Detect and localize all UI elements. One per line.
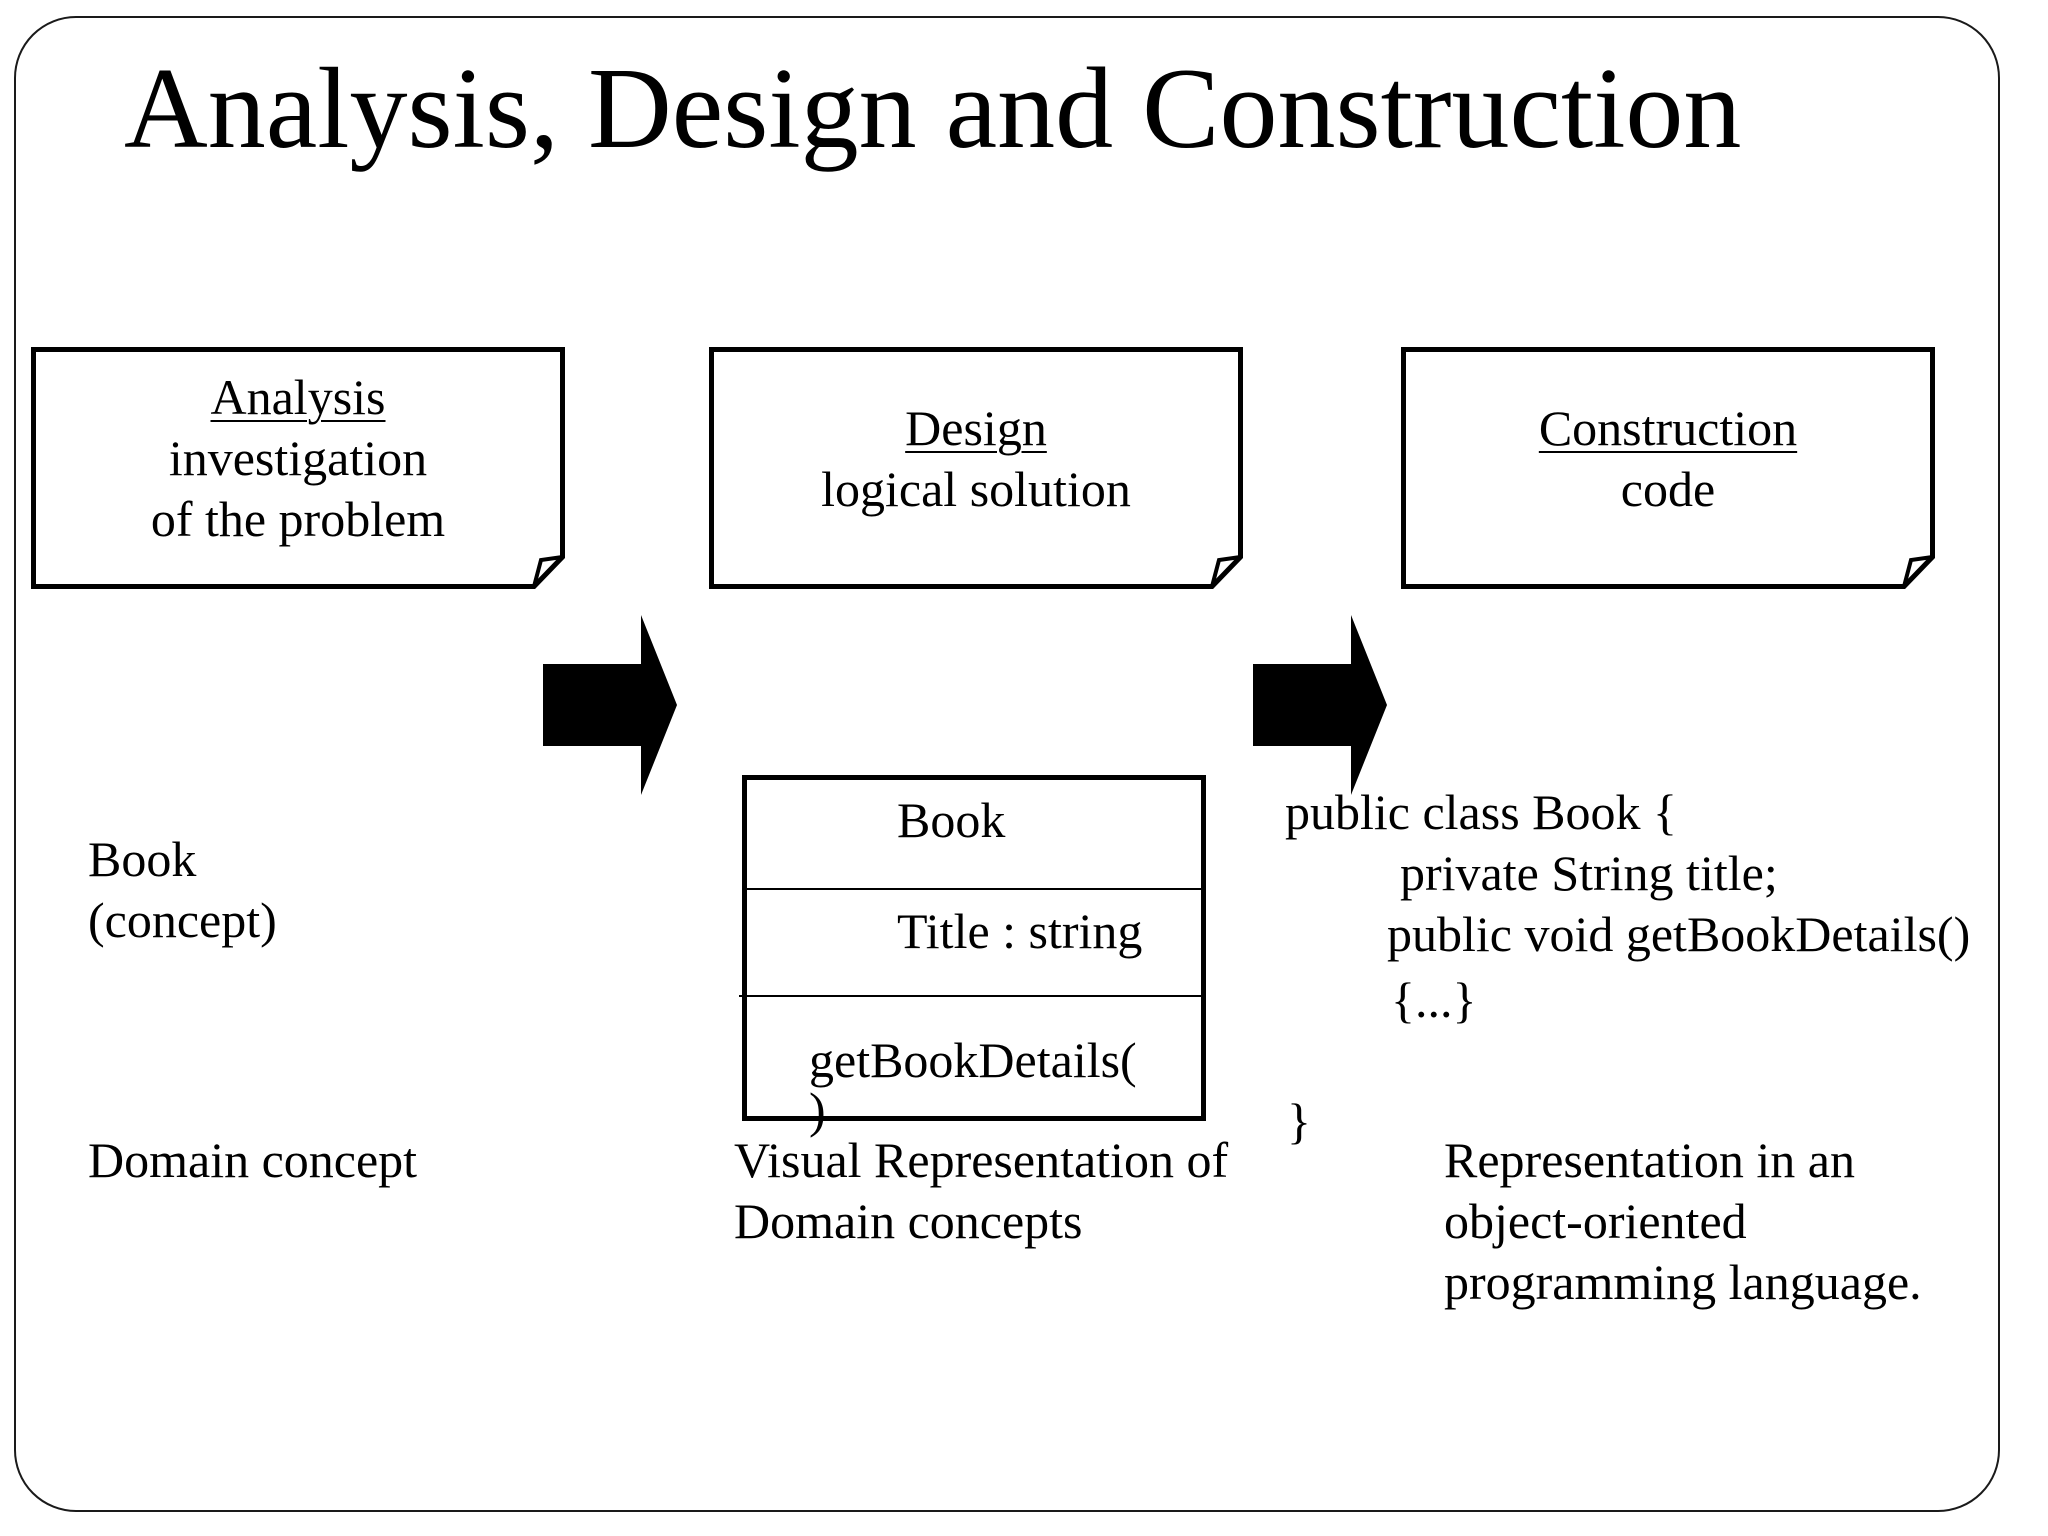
code-line: private String title; <box>1400 845 1778 901</box>
analysis-note-text: Analysis investigation of the problem <box>31 367 565 550</box>
construction-note-text: Construction code <box>1401 398 1935 520</box>
design-line: logical solution <box>821 461 1131 517</box>
concept-line: (concept) <box>88 892 277 948</box>
uml-caption-line: Domain concepts <box>734 1193 1083 1249</box>
code-line: {...} <box>1391 972 1477 1028</box>
note-outline <box>31 347 565 589</box>
slide-frame <box>14 16 2000 1512</box>
uml-divider <box>747 888 1206 890</box>
analysis-line: investigation <box>168 430 428 486</box>
uml-operation-wrap: ) <box>809 1082 826 1138</box>
right-arrow-icon <box>1253 615 1387 795</box>
uml-divider <box>739 995 1206 997</box>
design-heading: Design <box>905 400 1047 456</box>
uml-caption-line: Visual Representation of <box>734 1132 1229 1188</box>
construction-note-box: Construction code <box>1401 347 1935 589</box>
uml-class-name: Book <box>897 792 1006 848</box>
uml-class-box: Book Title : string getBookDetails( ) <box>739 775 1206 1138</box>
slide-title: Analysis, Design and Construction <box>124 45 1742 173</box>
analysis-note-box: Analysis investigation of the problem <box>31 347 565 589</box>
concept-caption: Domain concept <box>88 1132 418 1188</box>
code-caption-line: object-oriented <box>1444 1193 1747 1249</box>
concept-name: Book (concept) <box>88 829 277 951</box>
construction-line: code <box>1620 461 1716 517</box>
uml-caption: Visual Representation of Domain concepts <box>734 1130 1228 1252</box>
construction-heading: Construction <box>1538 400 1798 456</box>
note-outline <box>709 347 1243 589</box>
uml-operation: getBookDetails( <box>809 1032 1137 1088</box>
concept-line: Book <box>88 831 197 887</box>
uml-attribute: Title : string <box>897 903 1143 959</box>
note-outline <box>1401 347 1935 589</box>
analysis-heading: Analysis <box>210 369 386 425</box>
code-caption-line: programming language. <box>1444 1254 1922 1310</box>
code-line: } <box>1287 1093 1311 1149</box>
design-note-text: Design logical solution <box>709 398 1243 520</box>
analysis-line: of the problem <box>150 491 446 547</box>
code-line: public class Book { <box>1285 784 1678 840</box>
code-caption: Representation in an object-oriented pro… <box>1444 1130 1922 1313</box>
right-arrow-icon <box>543 615 677 795</box>
design-note-box: Design logical solution <box>709 347 1243 589</box>
code-line: public void getBookDetails() <box>1387 906 1971 962</box>
code-caption-line: Representation in an <box>1444 1132 1855 1188</box>
